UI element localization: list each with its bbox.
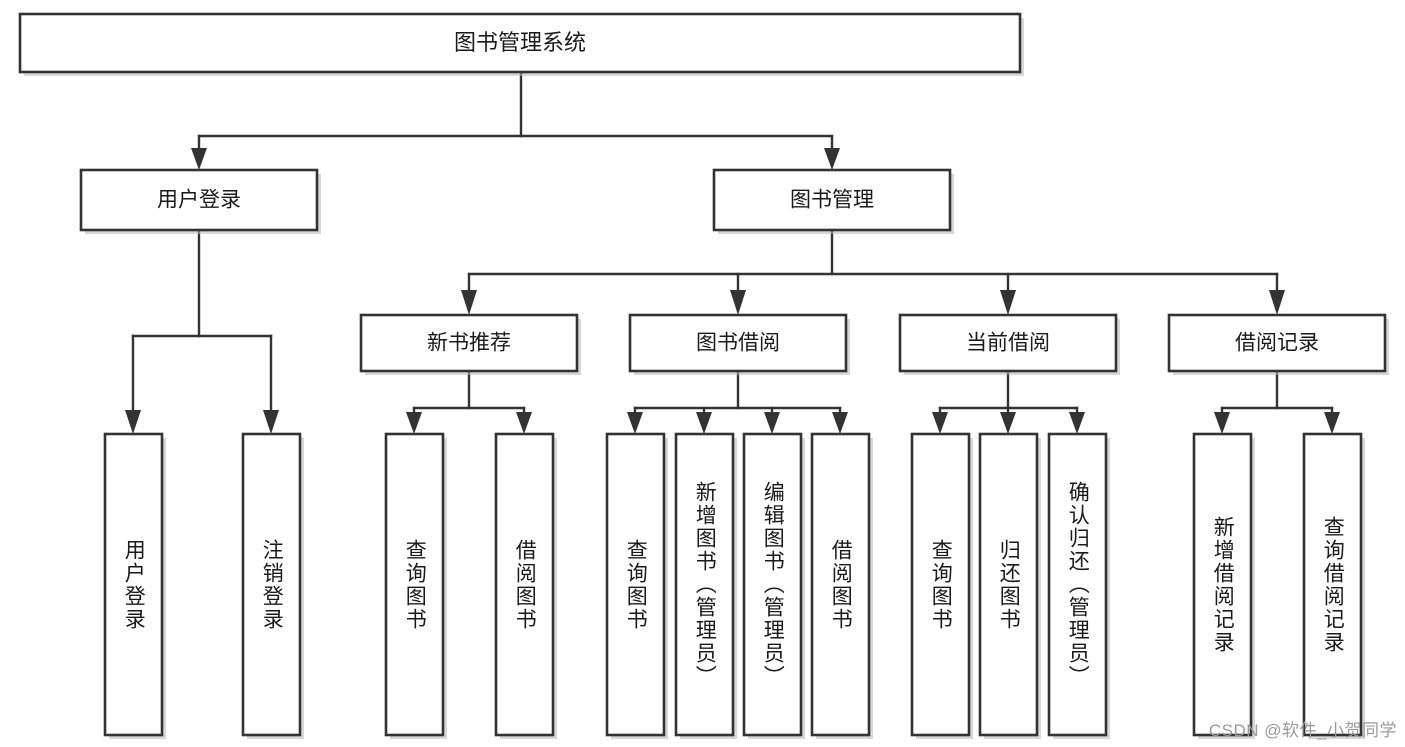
csdn-watermark: CSDN @软件_小贺同学 [1208, 721, 1397, 740]
arrowhead-new-book [461, 290, 477, 315]
node-book-borrow-label: 图书借阅 [696, 332, 780, 355]
node-root-label: 图书管理系统 [454, 30, 586, 55]
node-boxes: 图书管理系统 用户登录 图书管理 新书推荐 图书借阅 当前借阅 借阅记录 [18, 12, 1389, 739]
arrowhead-book-borrow [730, 290, 746, 315]
node-current-borrow-box[interactable] [898, 313, 1118, 373]
arrowhead-borrow-record [1269, 290, 1285, 315]
node-leaf-add-book-box[interactable] [674, 432, 735, 737]
node-user-login-box[interactable] [79, 168, 319, 232]
node-leaf-return-book-box[interactable] [978, 432, 1039, 737]
node-user-login-label: 用户登录 [157, 189, 241, 212]
arrowhead-record-leaf1 [1214, 412, 1230, 434]
node-leaf-newbook-borrow-box[interactable] [494, 432, 555, 737]
node-leaf-confirm-return-box[interactable] [1047, 432, 1108, 737]
node-leaf-current-query-box[interactable] [910, 432, 971, 737]
arrowhead-current-leaf1 [932, 412, 948, 434]
node-new-book-box[interactable] [359, 313, 579, 373]
node-leaf-borrow-query-box[interactable] [605, 432, 666, 737]
node-leaf-borrow-book-box[interactable] [810, 432, 871, 737]
node-book-manage-box[interactable] [712, 168, 952, 232]
arrowhead-current-leaf2 [1000, 412, 1016, 434]
arrowhead-record-leaf2 [1324, 412, 1340, 434]
arrowhead-user-login [191, 148, 207, 170]
arrowhead-current-leaf3 [1069, 412, 1085, 434]
node-book-borrow-box[interactable] [628, 313, 848, 373]
arrowhead-leaf-user-login [125, 410, 141, 434]
arrowhead-borrow-leaf4 [832, 412, 848, 434]
arrowhead-leaf-logout [263, 410, 279, 434]
node-root-box[interactable] [18, 12, 1022, 74]
node-leaf-user-login-box[interactable] [103, 432, 164, 737]
node-current-borrow-label: 当前借阅 [966, 332, 1050, 355]
node-borrow-record-box[interactable] [1167, 313, 1387, 373]
arrowhead-borrow-leaf1 [627, 412, 643, 434]
node-leaf-newbook-query-box[interactable] [384, 432, 445, 737]
arrowhead-newbook-leaf1 [406, 412, 422, 434]
node-book-manage-label: 图书管理 [790, 189, 874, 212]
arrowhead-borrow-leaf3 [764, 412, 780, 434]
arrowhead-current-borrow [1000, 290, 1016, 315]
node-leaf-add-record-box[interactable] [1192, 432, 1253, 737]
connectors [125, 72, 1340, 434]
node-leaf-edit-book-box[interactable] [742, 432, 803, 737]
node-borrow-record-label: 借阅记录 [1235, 332, 1319, 355]
arrowhead-borrow-leaf2 [696, 412, 712, 434]
arrowhead-book-manage [824, 148, 840, 170]
node-new-book-label: 新书推荐 [427, 332, 511, 355]
arrowhead-newbook-leaf2 [516, 412, 532, 434]
node-leaf-logout-box[interactable] [241, 432, 302, 737]
node-leaf-query-record-box[interactable] [1302, 432, 1363, 737]
